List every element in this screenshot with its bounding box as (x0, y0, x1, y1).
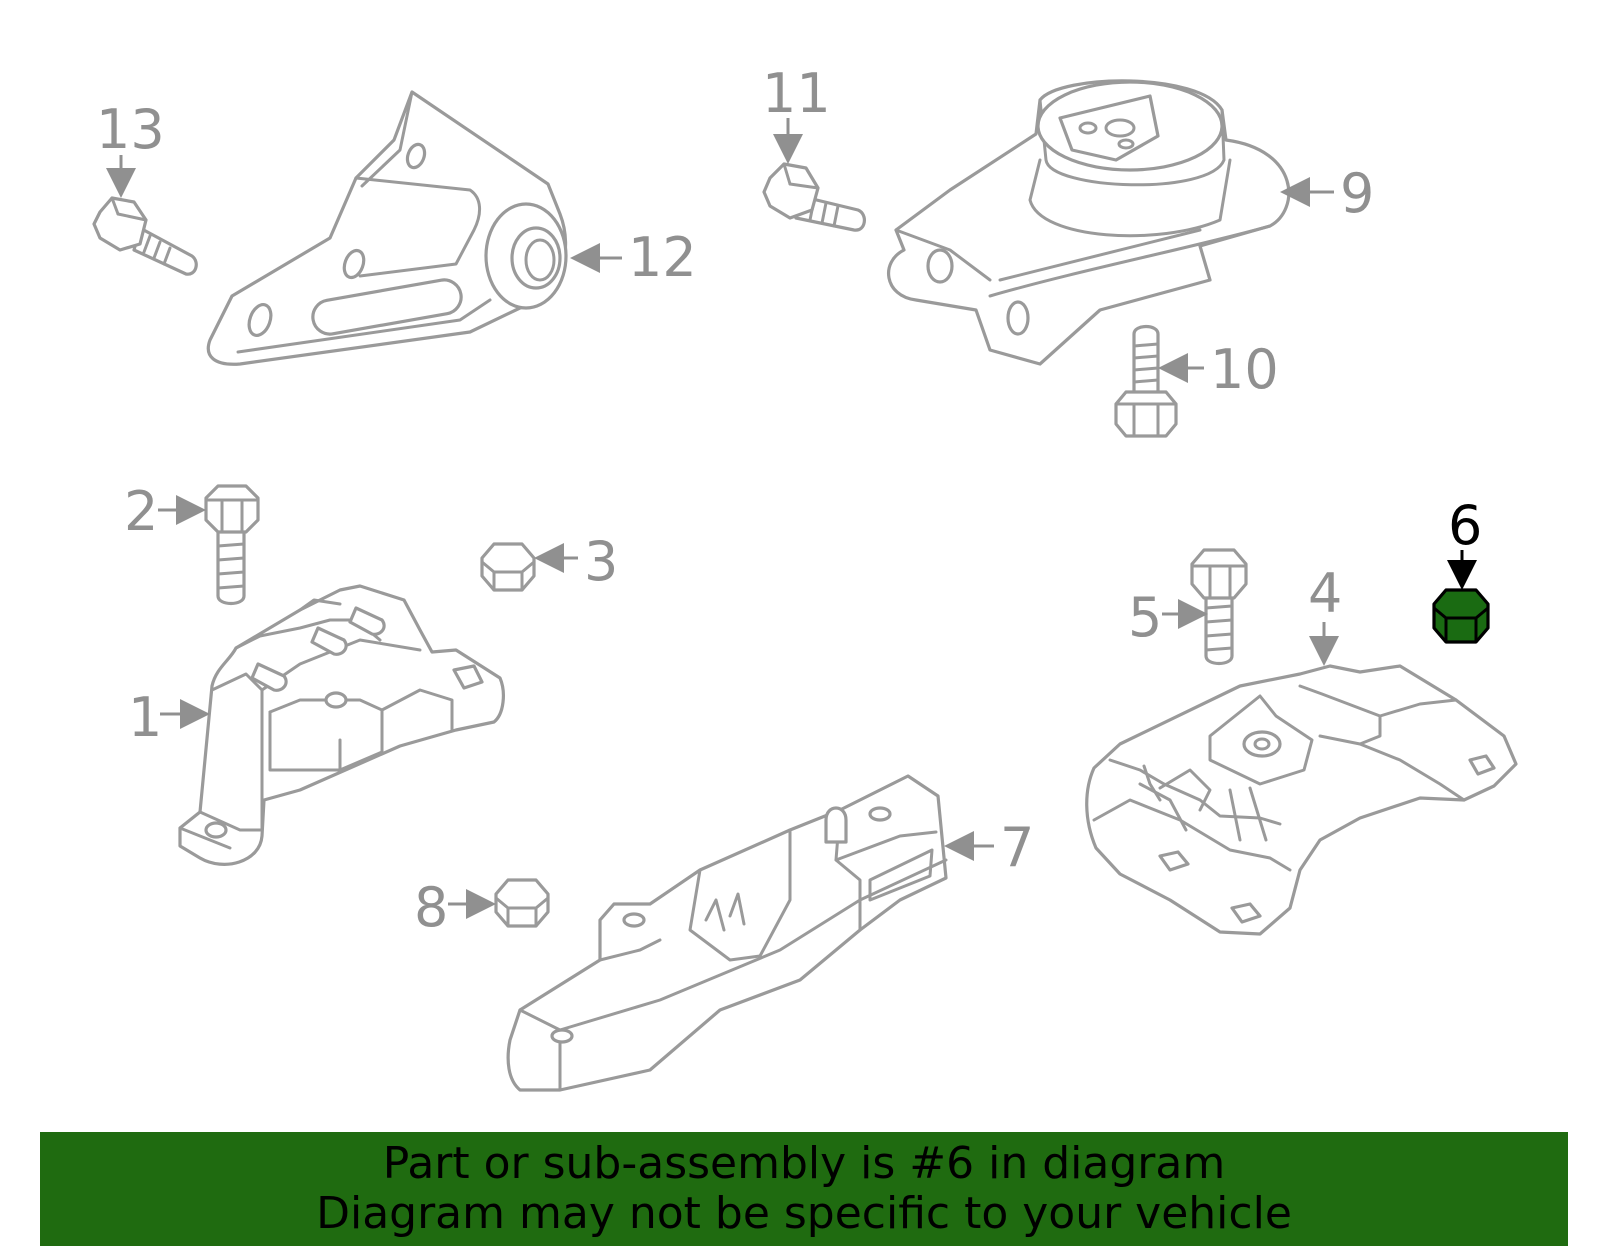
callout-12[interactable]: 12 (570, 226, 697, 289)
part-10-stud-bolt[interactable] (1114, 324, 1178, 438)
callout-1[interactable]: 1 (128, 686, 210, 749)
callout-6-highlighted[interactable]: 6 (1447, 494, 1482, 590)
svg-text:6: 6 (1448, 494, 1482, 557)
part-12-mount-bracket[interactable] (206, 90, 568, 366)
svg-text:9: 9 (1340, 162, 1374, 225)
parts-diagram: 13 12 11 (92, 62, 1518, 1092)
callout-2[interactable]: 2 (124, 480, 206, 543)
callout-13[interactable]: 13 (96, 98, 165, 198)
callout-4[interactable]: 4 (1308, 562, 1342, 666)
part-7-torque-rod[interactable] (506, 774, 948, 1092)
svg-text:12: 12 (628, 226, 697, 289)
part-13-bolt[interactable] (92, 196, 198, 276)
callout-9[interactable]: 9 (1280, 162, 1374, 225)
part-9-upper-mount[interactable] (887, 79, 1291, 366)
svg-text:3: 3 (584, 530, 618, 593)
part-5-bolt[interactable] (1190, 548, 1248, 666)
svg-text:10: 10 (1210, 338, 1279, 401)
svg-text:5: 5 (1128, 586, 1162, 649)
callout-10[interactable]: 10 (1158, 338, 1279, 401)
svg-text:8: 8 (414, 876, 448, 939)
banner-line-1: Part or sub-assembly is #6 in diagram (382, 1138, 1226, 1189)
part-2-bolt[interactable] (204, 484, 260, 606)
info-banner: Part or sub-assembly is #6 in diagram Di… (40, 1132, 1568, 1246)
svg-text:2: 2 (124, 480, 158, 543)
callout-7[interactable]: 7 (944, 816, 1034, 879)
svg-text:13: 13 (96, 98, 165, 161)
callout-3[interactable]: 3 (534, 530, 618, 593)
svg-text:7: 7 (1000, 816, 1034, 879)
svg-text:11: 11 (762, 62, 831, 125)
callout-5[interactable]: 5 (1128, 586, 1208, 649)
svg-text:4: 4 (1308, 562, 1342, 625)
part-3-nut[interactable] (480, 542, 536, 592)
part-6-nut-highlighted[interactable] (1432, 588, 1490, 644)
part-4-transmission-mount[interactable] (1085, 664, 1518, 936)
callout-8[interactable]: 8 (414, 876, 496, 939)
part-8-nut[interactable] (494, 878, 550, 928)
callout-11[interactable]: 11 (762, 62, 831, 164)
part-1-mount[interactable] (178, 584, 505, 866)
part-11-bolt[interactable] (762, 162, 866, 232)
banner-line-2: Diagram may not be specific to your vehi… (316, 1188, 1292, 1239)
svg-text:1: 1 (128, 686, 162, 749)
